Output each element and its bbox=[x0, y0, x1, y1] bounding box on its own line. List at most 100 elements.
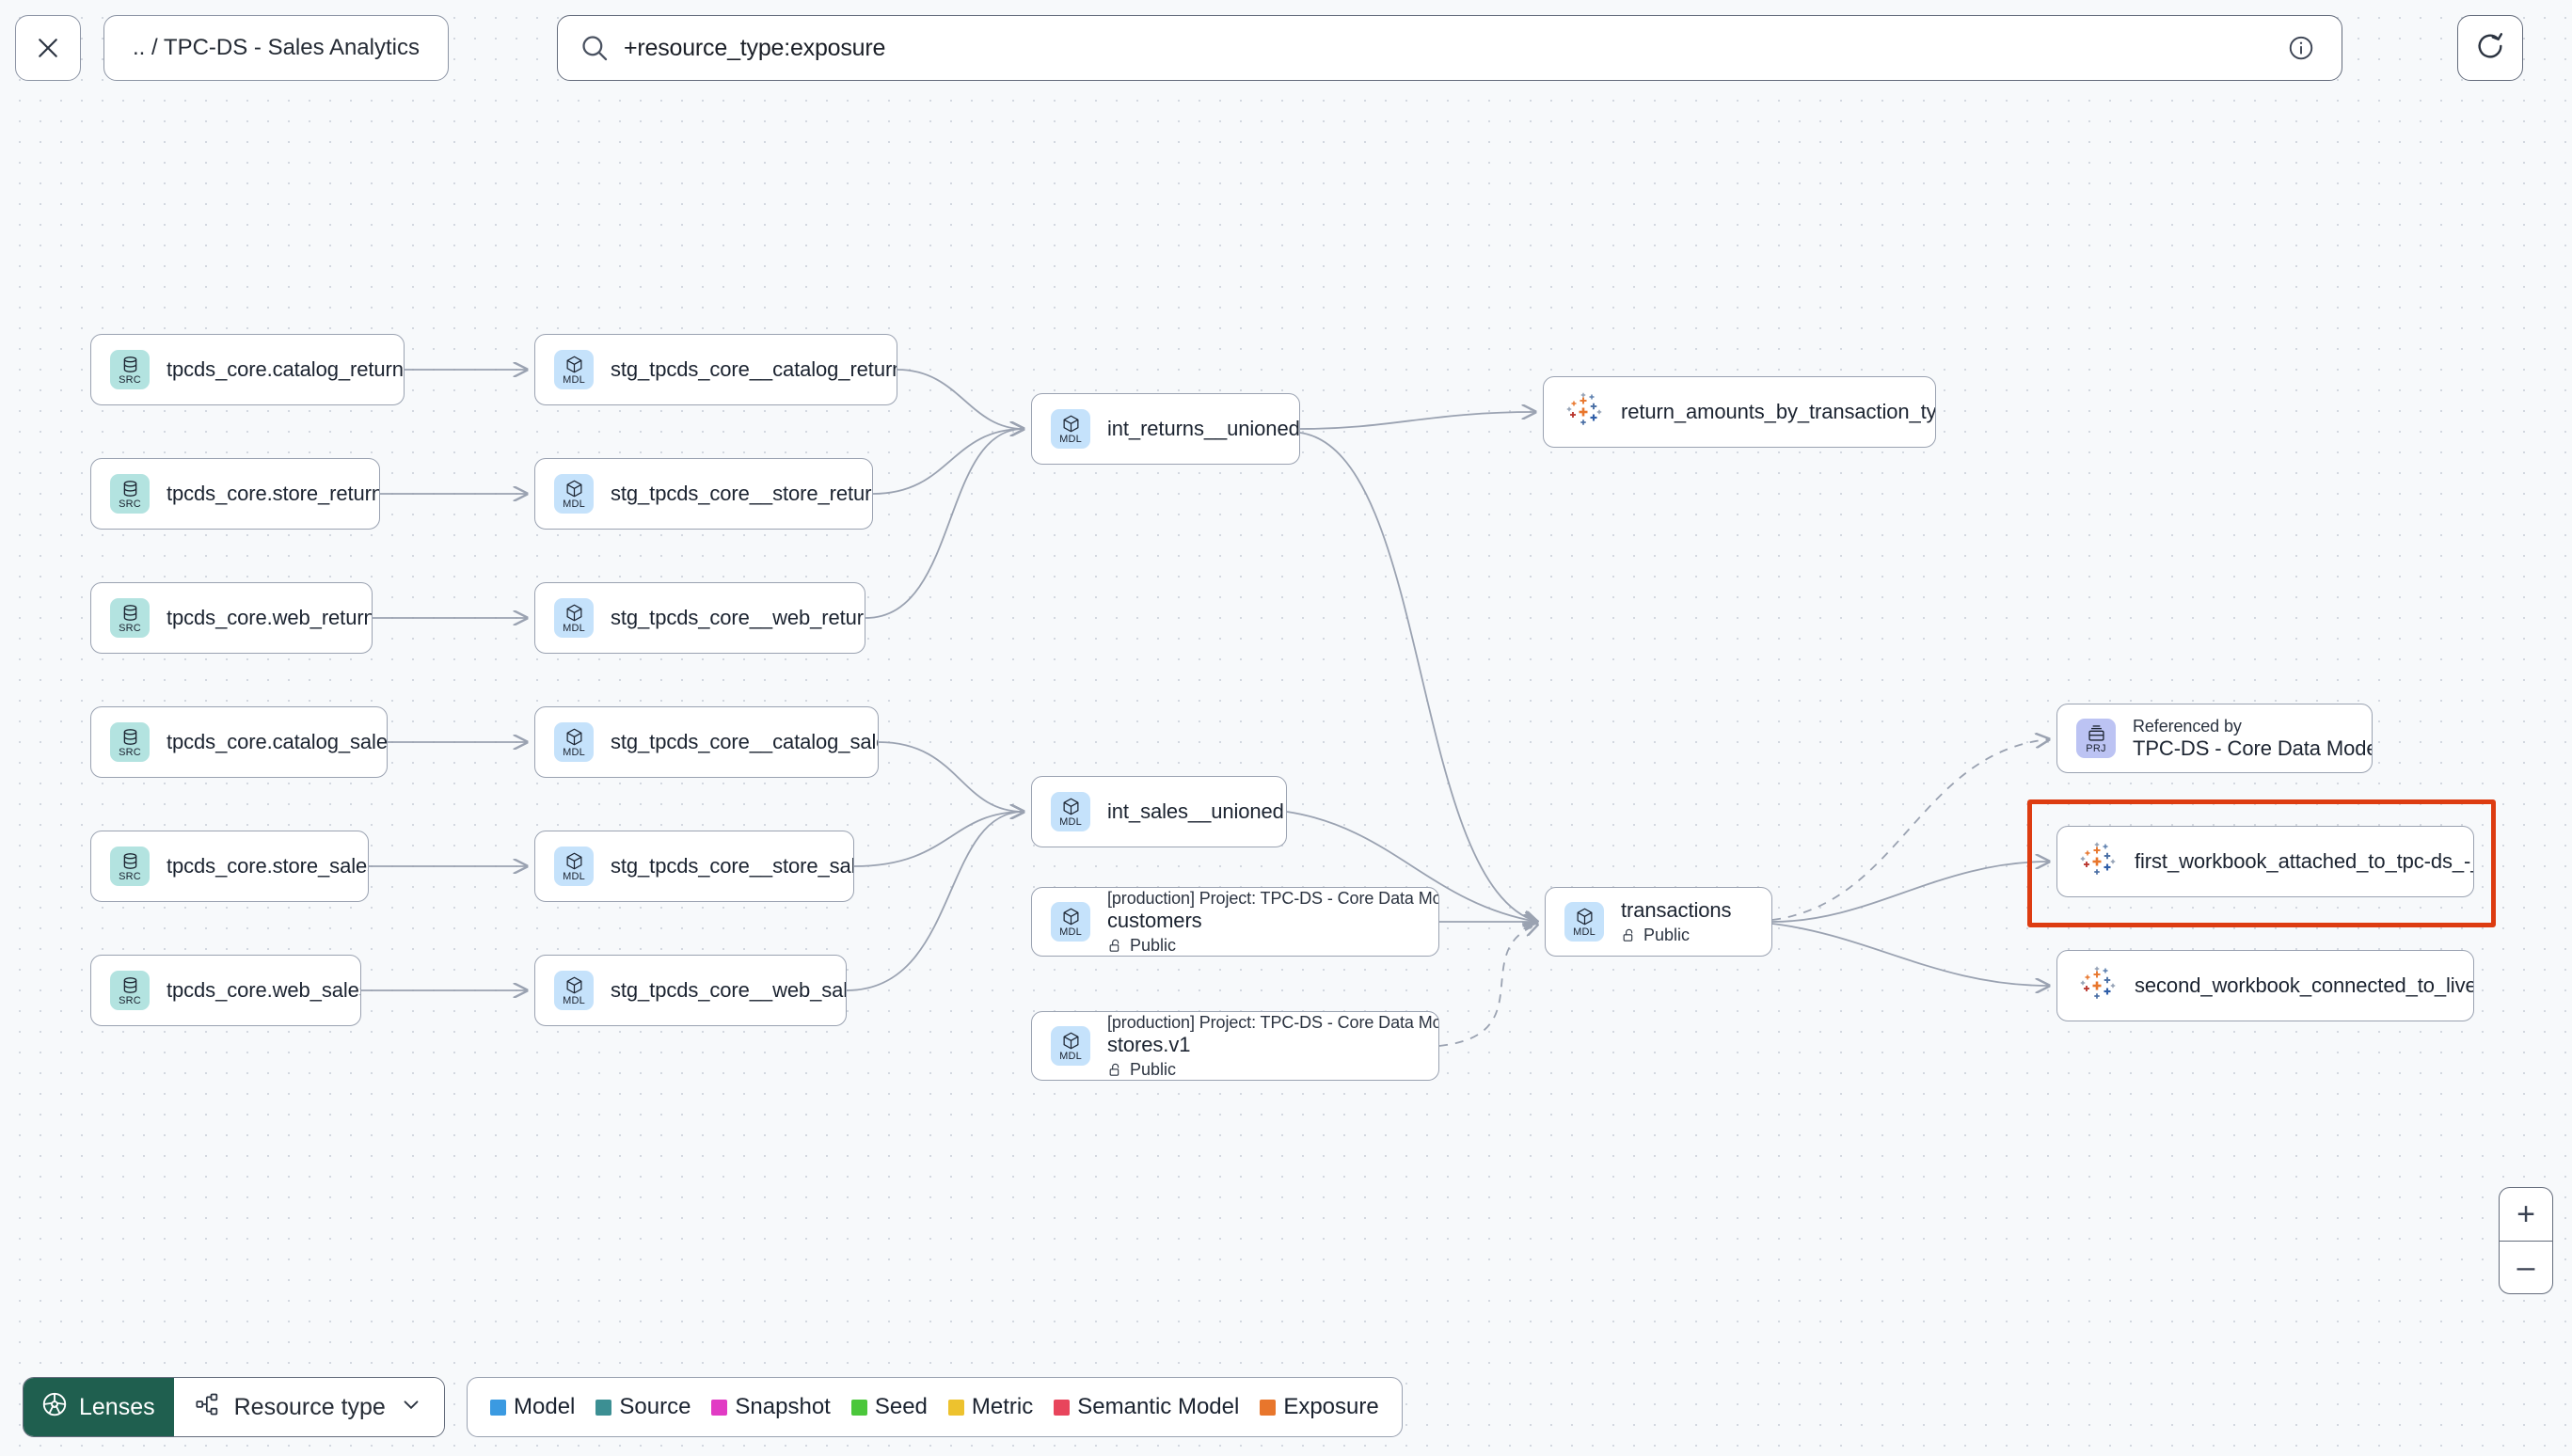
badge-label: PRJ bbox=[2086, 742, 2106, 754]
graph-node-return_amounts[interactable]: return_amounts_by_transaction_type bbox=[1543, 376, 1936, 448]
node-body: stg_tpcds_core__web_sales bbox=[611, 978, 846, 1003]
badge-label: MDL bbox=[563, 746, 585, 758]
legend-item-source[interactable]: Source bbox=[595, 1394, 691, 1420]
hierarchy-icon bbox=[195, 1391, 221, 1424]
badge-label: MDL bbox=[563, 498, 585, 510]
badge-label: MDL bbox=[563, 622, 585, 634]
top-toolbar: .. / TPC-DS - Sales Analytics +resource_… bbox=[0, 0, 2572, 110]
graph-node-customers[interactable]: MDL [production] Project: TPC-DS - Core D… bbox=[1031, 887, 1439, 957]
database-icon bbox=[120, 975, 140, 995]
node-body: return_amounts_by_transaction_type bbox=[1621, 400, 1935, 424]
info-icon[interactable] bbox=[2287, 34, 2315, 62]
legend-label: Snapshot bbox=[735, 1394, 831, 1419]
legend-item-model[interactable]: Model bbox=[490, 1394, 575, 1420]
node-body: [production] Project: TPC-DS - Core Data… bbox=[1107, 1013, 1438, 1080]
node-body: [production] Project: TPC-DS - Core Data… bbox=[1107, 889, 1438, 956]
legend-item-exposure[interactable]: Exposure bbox=[1260, 1394, 1379, 1420]
node-project-label: [production] Project: TPC-DS - Core Data… bbox=[1107, 1012, 1438, 1032]
node-body: stg_tpcds_core__catalog_sales bbox=[611, 730, 878, 754]
legend-label: Seed bbox=[874, 1394, 928, 1419]
model-badge: MDL bbox=[1051, 409, 1090, 449]
node-body: first_workbook_attached_to_tpc-ds_-_… bbox=[2135, 849, 2473, 874]
cube-model-icon bbox=[1061, 907, 1081, 926]
node-title: tpcds_core.store_returns bbox=[167, 482, 379, 505]
node-title: transactions bbox=[1621, 898, 1732, 922]
node-body: stg_tpcds_core__catalog_returns bbox=[611, 357, 897, 382]
lenses-button[interactable]: Lenses bbox=[24, 1378, 174, 1436]
legend-label: Model bbox=[514, 1394, 576, 1419]
graph-node-stg_catalog_sales[interactable]: MDL stg_tpcds_core__catalog_sales bbox=[534, 706, 879, 778]
graph-node-src_store_returns[interactable]: SRC tpcds_core.store_returns bbox=[90, 458, 380, 530]
search-bar[interactable]: +resource_type:exposure bbox=[557, 15, 2342, 81]
unlock-icon bbox=[1107, 1062, 1123, 1078]
node-body: stg_tpcds_core__store_returns bbox=[611, 482, 872, 506]
graph-node-second_workbook[interactable]: second_workbook_connected_to_live… bbox=[2056, 950, 2474, 1021]
legend-swatch bbox=[1054, 1399, 1071, 1416]
refresh-button[interactable] bbox=[2457, 15, 2523, 81]
node-title: stg_tpcds_core__catalog_returns bbox=[611, 357, 897, 381]
database-icon bbox=[120, 851, 140, 871]
resource-type-dropdown[interactable]: Resource type bbox=[173, 1378, 444, 1436]
node-prefix-label: Referenced by bbox=[2133, 716, 2242, 736]
model-badge: MDL bbox=[1051, 902, 1090, 942]
cube-model-icon bbox=[1061, 1031, 1081, 1051]
graph-node-src_store_sales[interactable]: SRC tpcds_core.store_sales bbox=[90, 831, 369, 902]
graph-node-stg_catalog_returns[interactable]: MDL stg_tpcds_core__catalog_returns bbox=[534, 334, 897, 405]
breadcrumb[interactable]: .. / TPC-DS - Sales Analytics bbox=[103, 15, 449, 81]
source-badge: SRC bbox=[110, 598, 150, 638]
graph-node-stores_v1[interactable]: MDL[production] Project: TPC-DS - Core D… bbox=[1031, 1011, 1439, 1081]
aperture-icon bbox=[40, 1390, 69, 1425]
cube-model-icon bbox=[564, 851, 584, 871]
node-title: tpcds_core.store_sales bbox=[167, 854, 368, 878]
legend-item-semantic-model[interactable]: Semantic Model bbox=[1054, 1394, 1239, 1420]
close-button[interactable] bbox=[15, 15, 81, 81]
breadcrumb-label: .. / TPC-DS - Sales Analytics bbox=[133, 35, 420, 60]
node-visibility: Public bbox=[1107, 1060, 1427, 1080]
legend-label: Source bbox=[619, 1394, 691, 1419]
cube-model-icon bbox=[564, 727, 584, 747]
cube-model-icon bbox=[1061, 414, 1081, 434]
model-badge: MDL bbox=[1051, 792, 1090, 831]
search-input[interactable]: +resource_type:exposure bbox=[624, 34, 886, 61]
node-body: tpcds_core.store_returns bbox=[167, 482, 379, 506]
chevron-down-icon bbox=[399, 1392, 423, 1423]
node-body: tpcds_core.web_returns bbox=[167, 606, 372, 630]
model-badge: MDL bbox=[554, 350, 594, 389]
model-badge: MDL bbox=[554, 722, 594, 762]
source-badge: SRC bbox=[110, 474, 150, 514]
legend-item-snapshot[interactable]: Snapshot bbox=[711, 1394, 831, 1420]
model-badge: MDL bbox=[554, 474, 594, 514]
legend-swatch bbox=[947, 1399, 964, 1416]
graph-node-src_web_returns[interactable]: SRC tpcds_core.web_returns bbox=[90, 582, 373, 654]
zoom-out-button[interactable]: – bbox=[2500, 1241, 2552, 1293]
unlock-icon bbox=[1621, 927, 1637, 943]
legend-item-seed[interactable]: Seed bbox=[850, 1394, 928, 1420]
cube-model-icon bbox=[1061, 797, 1081, 816]
cube-model-icon bbox=[564, 975, 584, 995]
legend-item-metric[interactable]: Metric bbox=[947, 1394, 1034, 1420]
badge-label: SRC bbox=[119, 870, 141, 882]
cube-model-icon bbox=[564, 479, 584, 499]
badge-label: SRC bbox=[119, 373, 141, 386]
node-title: first_workbook_attached_to_tpc-ds_-_… bbox=[2135, 849, 2473, 873]
node-title: stg_tpcds_core__web_sales bbox=[611, 978, 846, 1002]
graph-node-stg_store_returns[interactable]: MDL stg_tpcds_core__store_returns bbox=[534, 458, 873, 530]
zoom-controls: + – bbox=[2499, 1187, 2553, 1294]
graph-node-first_workbook[interactable]: first_workbook_attached_to_tpc-ds_-_… bbox=[2056, 826, 2474, 897]
legend-label: Metric bbox=[971, 1394, 1034, 1419]
database-icon bbox=[120, 355, 140, 374]
tableau-exposure-icon bbox=[1563, 391, 1604, 433]
zoom-in-button[interactable]: + bbox=[2516, 1195, 2535, 1232]
badge-label: MDL bbox=[1573, 926, 1596, 938]
